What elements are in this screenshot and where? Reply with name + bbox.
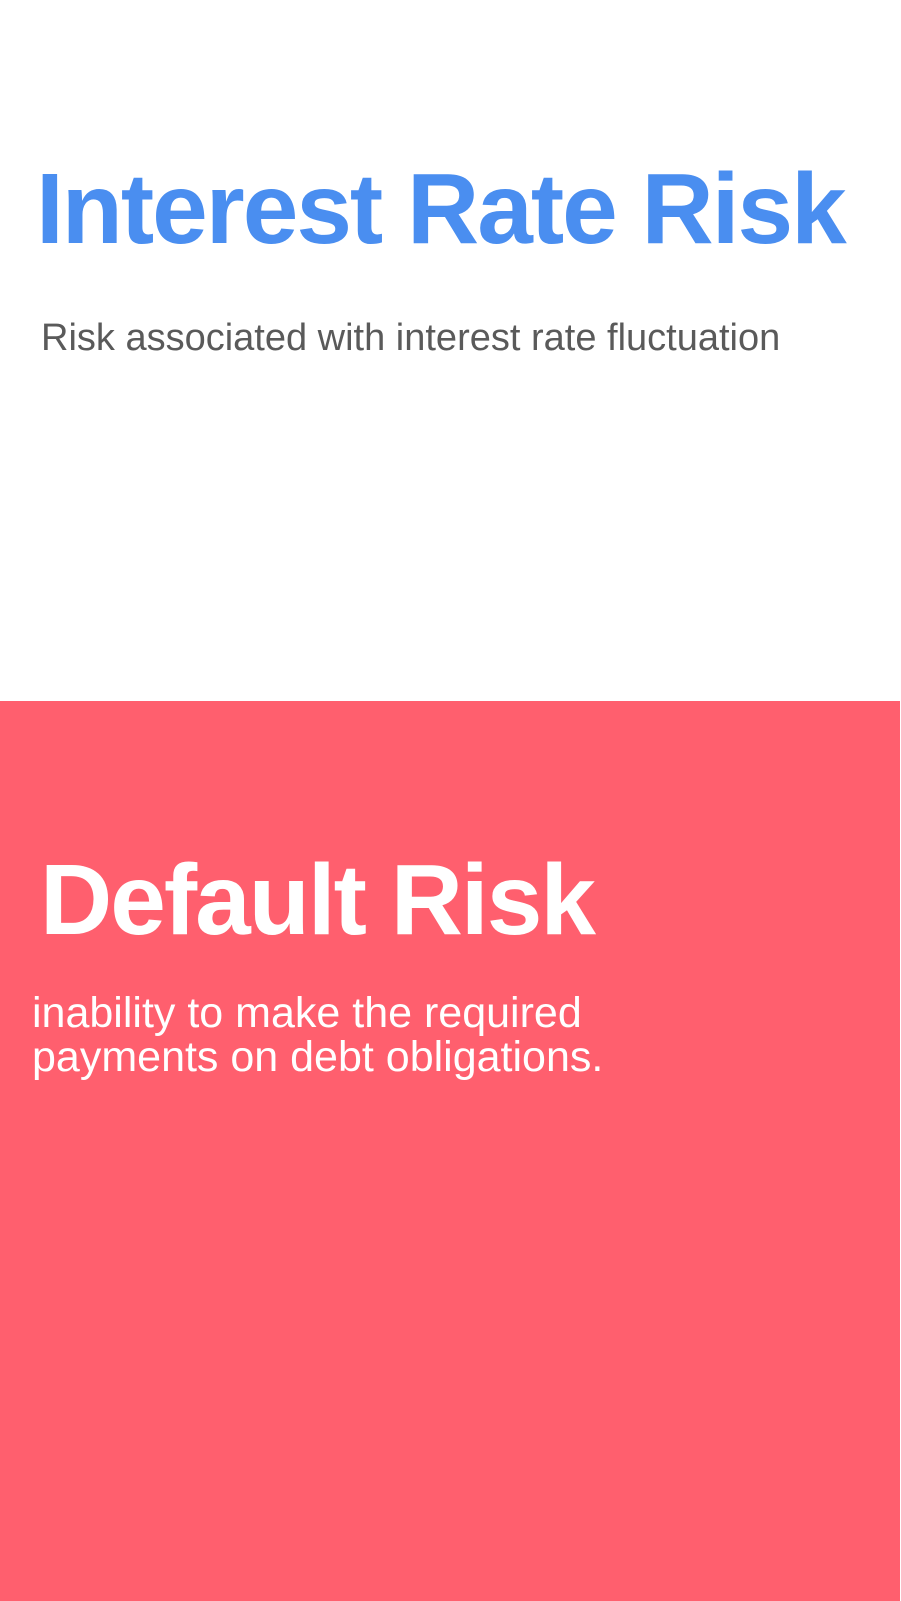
default-risk-title: Default Risk [40,844,596,956]
interest-rate-risk-section: Interest Rate Risk Risk associated with … [0,0,901,701]
interest-rate-risk-title: Interest Rate Risk [36,153,847,265]
default-risk-description: inability to make the required payments … [32,989,604,1081]
default-risk-section: Default Risk inability to make the requi… [0,701,900,1601]
interest-rate-risk-description: Risk associated with interest rate fluct… [41,317,781,359]
